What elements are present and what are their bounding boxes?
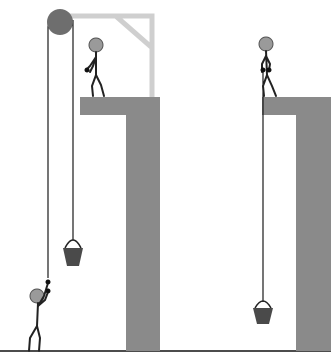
left-bucket xyxy=(63,239,83,266)
figure-on-left-tower xyxy=(84,37,105,97)
left-panel xyxy=(28,9,160,352)
right-panel xyxy=(253,36,331,351)
figure-on-right-tower xyxy=(258,36,277,97)
right-bucket xyxy=(253,300,273,324)
pulley-frame xyxy=(57,13,155,98)
pulley-wheel xyxy=(47,9,73,35)
right-tower xyxy=(262,97,331,351)
figure-pulling-rope xyxy=(28,279,51,352)
left-tower xyxy=(80,97,160,351)
